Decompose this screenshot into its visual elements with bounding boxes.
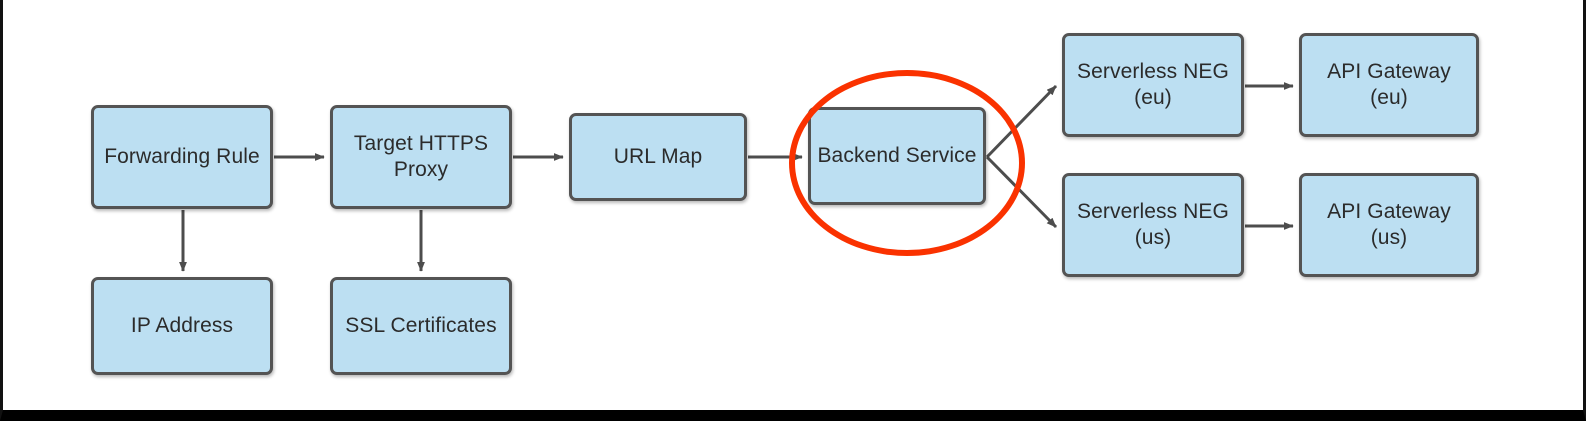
node-backend-service[interactable]: Backend Service — [808, 107, 986, 205]
node-label: Serverless NEG (us) — [1077, 199, 1229, 249]
node-ssl-certificates[interactable]: SSL Certificates — [330, 277, 512, 375]
node-api-gateway-eu[interactable]: API Gateway (eu) — [1299, 33, 1479, 137]
node-label: API Gateway (eu) — [1327, 59, 1451, 109]
node-ip-address[interactable]: IP Address — [91, 277, 273, 375]
node-label: Target HTTPS Proxy — [353, 131, 489, 181]
node-label: URL Map — [613, 144, 703, 168]
node-target-https-proxy[interactable]: Target HTTPS Proxy — [330, 105, 512, 209]
edge-backend-to-neg-eu — [985, 84, 1058, 159]
node-api-gateway-us[interactable]: API Gateway (us) — [1299, 173, 1479, 277]
node-forwarding-rule[interactable]: Forwarding Rule — [91, 105, 273, 209]
node-label: Serverless NEG (eu) — [1077, 59, 1229, 109]
node-label: Backend Service — [817, 143, 977, 167]
edge-backend-to-neg-us — [985, 155, 1058, 229]
node-url-map[interactable]: URL Map — [569, 113, 747, 201]
node-label: IP Address — [130, 313, 234, 337]
node-serverless-neg-us[interactable]: Serverless NEG (us) — [1062, 173, 1244, 277]
node-label: API Gateway (us) — [1327, 199, 1451, 249]
node-label: Forwarding Rule — [104, 144, 260, 168]
node-label: SSL Certificates — [345, 313, 497, 337]
node-serverless-neg-eu[interactable]: Serverless NEG (eu) — [1062, 33, 1244, 137]
